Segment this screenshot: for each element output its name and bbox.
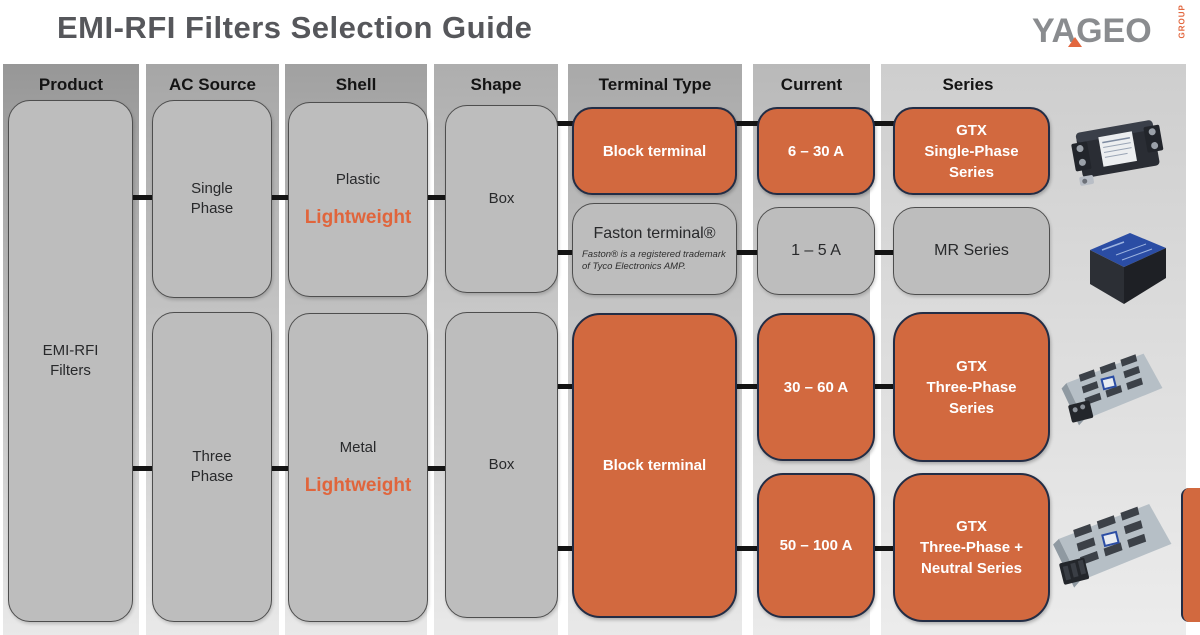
node-current-30-60a: 30 – 60 A [757, 313, 875, 461]
column-header-terminal-type: Terminal Type [598, 75, 712, 94]
column-header-series: Series [942, 75, 994, 94]
node-label: Box [488, 455, 515, 473]
node-series-gtx-three-phase: GTX Three-Phase Series [893, 312, 1050, 462]
page-title: EMI-RFI Filters Selection Guide [57, 10, 533, 45]
gtx-three-phase-neutral-filter-photo [1048, 488, 1178, 603]
node-label: EMI-RFI Filters [42, 341, 99, 379]
connector [268, 466, 292, 471]
connector [554, 546, 576, 551]
gtx-three-phase-filter-photo [1055, 338, 1171, 438]
column-header-current: Current [780, 75, 843, 94]
node-label: Block terminal [602, 457, 707, 474]
node-label: Box [488, 189, 515, 207]
connector [871, 250, 897, 255]
node-label: Block terminal [602, 142, 707, 160]
node-shell-plastic: Plastic Lightweight [288, 102, 428, 297]
cropped-orange-box [1181, 488, 1200, 622]
gtx-single-phase-filter-photo [1065, 110, 1171, 192]
node-label: GTX Three-Phase + Neutral Series [920, 518, 1023, 577]
shell-lightweight-label: Lightweight [304, 474, 412, 496]
node-shell-metal: Metal Lightweight [288, 313, 428, 622]
column-header-ac-source: AC Source [169, 75, 256, 94]
node-faston-terminal: Faston terminal® Faston® is a registered… [572, 203, 737, 295]
connector [871, 121, 897, 126]
node-label: Faston terminal® [593, 224, 716, 242]
connector [733, 121, 761, 126]
node-current-6-30a: 6 – 30 A [757, 107, 875, 195]
node-label: 6 – 30 A [787, 142, 845, 160]
shell-lightweight-label: Lightweight [304, 206, 412, 228]
shell-material-label: Metal [339, 439, 377, 457]
node-emi-rfi-filters: EMI-RFI Filters [8, 100, 133, 622]
node-single-phase: Single Phase [152, 100, 272, 298]
node-label: GTX Single-Phase Series [924, 121, 1019, 181]
node-series-gtx-single-phase: GTX Single-Phase Series [893, 107, 1050, 195]
node-label: Single Phase [190, 179, 234, 217]
node-three-phase: Three Phase [152, 312, 272, 622]
node-block-terminal-top: Block terminal [572, 107, 737, 195]
node-label: GTX Three-Phase Series [926, 357, 1017, 417]
column-header-shape: Shape [470, 75, 522, 94]
yageo-logo: YAGEO GROUP [1032, 4, 1192, 56]
node-label: 50 – 100 A [779, 537, 853, 554]
connector [871, 546, 897, 551]
faston-trademark-footnote: Faston® is a registered trademark of Tyc… [582, 248, 726, 272]
node-label: MR Series [934, 242, 1009, 260]
connector [129, 195, 156, 200]
connector [733, 250, 761, 255]
connector [554, 121, 576, 126]
node-label: 1 – 5 A [791, 242, 841, 260]
connector [733, 384, 761, 389]
connector [129, 466, 156, 471]
node-current-50-100a: 50 – 100 A [757, 473, 875, 618]
node-label: 30 – 60 A [783, 378, 849, 396]
connector [424, 195, 449, 200]
node-current-1-5a: 1 – 5 A [757, 207, 875, 295]
connector [733, 546, 761, 551]
connector [554, 384, 576, 389]
node-series-gtx-three-phase-neutral: GTX Three-Phase + Neutral Series [893, 473, 1050, 622]
connector [268, 195, 292, 200]
yageo-logo-text: YAGEO [1032, 12, 1152, 50]
mr-series-filter-photo [1072, 220, 1168, 308]
node-label: Three Phase [190, 447, 234, 485]
yageo-logo-triangle-icon [1068, 37, 1082, 47]
node-shape-box-top: Box [445, 105, 558, 293]
node-series-mr: MR Series [893, 207, 1050, 295]
node-shape-box-bottom: Box [445, 312, 558, 618]
column-header-shell: Shell [335, 75, 377, 94]
connector [554, 250, 576, 255]
connector [424, 466, 449, 471]
yageo-logo-group-text: GROUP [1177, 4, 1187, 39]
connector [871, 384, 897, 389]
shell-material-label: Plastic [335, 171, 381, 189]
node-block-terminal-big: Block terminal [572, 313, 737, 618]
column-header-product: Product [38, 75, 104, 94]
